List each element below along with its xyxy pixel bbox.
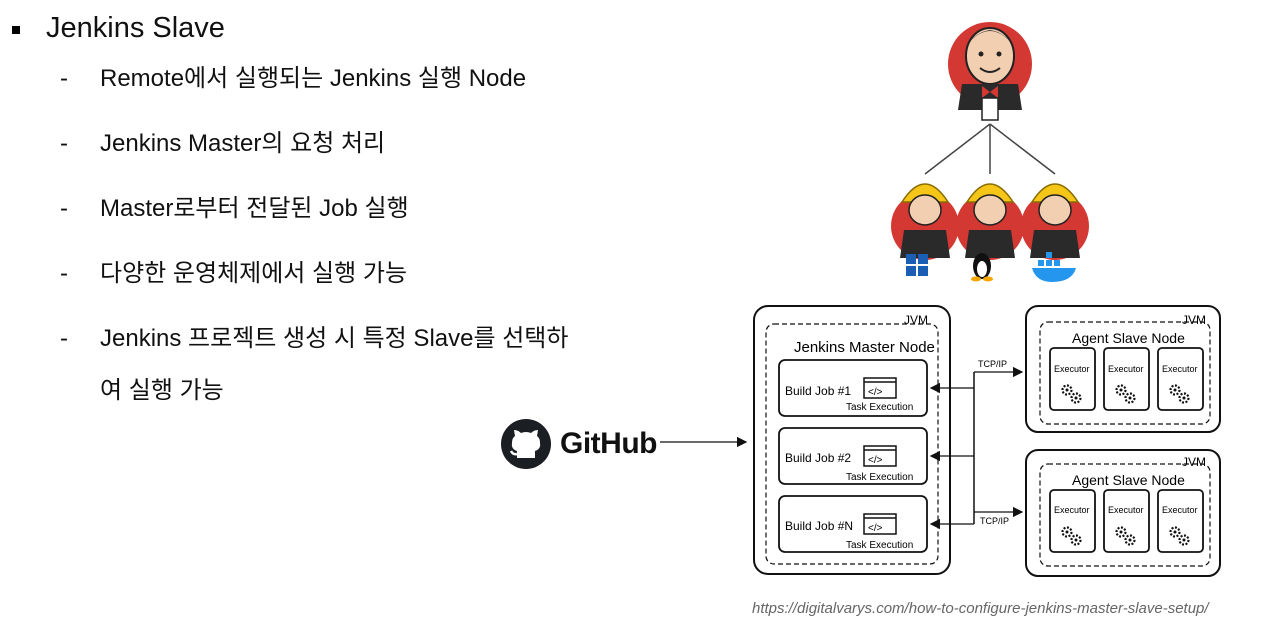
code-window-icon: </> — [868, 523, 883, 534]
bullet-dash: - — [60, 130, 68, 157]
docker-icon — [1032, 252, 1076, 282]
bullet-text: Remote에서 실행되는 Jenkins 실행 Node — [100, 65, 527, 92]
protocol-label: TCP/IP — [980, 516, 1009, 526]
build-job: Build Job #N </> Task Execution — [778, 495, 928, 553]
jenkins-worker-windows — [891, 183, 959, 276]
task-execution-label: Task Execution — [846, 472, 913, 483]
agent-node-title: Agent Slave Node — [1072, 330, 1185, 346]
code-window-icon: </> — [868, 455, 883, 466]
slide-title: Jenkins Slave — [46, 12, 225, 44]
executor-label: Executor — [1054, 505, 1090, 515]
executor-label: Executor — [1162, 505, 1198, 515]
bullet-item: - Master로부터 전달된 Job 실행 — [60, 195, 620, 235]
build-job: Build Job #2 </> Task Execution — [778, 427, 928, 485]
executor-slot: Executor — [1157, 489, 1204, 553]
bullet-dash: - — [60, 195, 68, 222]
bullet-text: Master로부터 전달된 Job 실행 — [100, 195, 409, 222]
executor-label: Executor — [1054, 364, 1090, 374]
jenkins-butler-icon — [948, 22, 1032, 121]
slide-title-row: Jenkins Slave — [12, 12, 225, 45]
github-label: GitHub — [560, 427, 657, 460]
bullet-list: - Remote에서 실행되는 Jenkins 실행 Node - Jenkin… — [60, 65, 620, 417]
task-execution-label: Task Execution — [846, 402, 913, 413]
master-node-title: Jenkins Master Node — [794, 339, 935, 356]
build-job-label: Build Job #N — [785, 519, 853, 533]
jenkins-worker-linux — [956, 183, 1024, 282]
bullet-text: Jenkins 프로젝트 생성 시 특정 Slave를 선택하여 실행 가능 — [100, 325, 569, 404]
protocol-label: TCP/IP — [978, 359, 1007, 369]
executor-slot: Executor — [1103, 347, 1150, 411]
source-url: https://digitalvarys.com/how-to-configur… — [752, 600, 1209, 617]
executor-slot: Executor — [1103, 489, 1150, 553]
jvm-label: JVM — [1182, 455, 1206, 469]
bullet-text: 다양한 운영체제에서 실행 가능 — [100, 260, 408, 287]
bullet-item: - Jenkins Master의 요청 처리 — [60, 130, 620, 170]
executor-label: Executor — [1108, 505, 1144, 515]
agent-node-title: Agent Slave Node — [1072, 472, 1185, 488]
windows-icon — [906, 254, 928, 276]
github-octocat-icon — [501, 419, 551, 469]
bullet-dash: - — [60, 260, 68, 287]
linux-tux-icon — [971, 253, 993, 282]
code-window-icon: </> — [868, 387, 883, 398]
bullet-dash: - — [60, 325, 68, 352]
executor-slot: Executor — [1049, 489, 1096, 553]
bullet-item: - Remote에서 실행되는 Jenkins 실행 Node — [60, 65, 620, 105]
build-job-label: Build Job #2 — [785, 451, 851, 465]
executor-slot: Executor — [1049, 347, 1096, 411]
executor-label: Executor — [1108, 364, 1144, 374]
jenkins-hierarchy-illustration — [891, 22, 1089, 282]
bullet-text: Jenkins Master의 요청 처리 — [100, 130, 386, 157]
jvm-label: JVM — [1182, 313, 1206, 327]
bullet-item: - Jenkins 프로젝트 생성 시 특정 Slave를 선택하여 실행 가능 — [60, 325, 620, 417]
build-job: Build Job #1 </> Task Execution — [778, 359, 928, 417]
task-execution-label: Task Execution — [846, 540, 913, 551]
executor-label: Executor — [1162, 364, 1198, 374]
build-job-label: Build Job #1 — [785, 384, 851, 398]
bullet-item: - 다양한 운영체제에서 실행 가능 — [60, 260, 620, 300]
bullet-dash: - — [60, 65, 68, 92]
github-logo: GitHub — [500, 418, 657, 470]
jenkins-worker-docker — [1021, 183, 1089, 282]
square-bullet-icon — [12, 25, 20, 34]
jvm-label: JVM — [904, 313, 928, 327]
executor-slot: Executor — [1157, 347, 1204, 411]
